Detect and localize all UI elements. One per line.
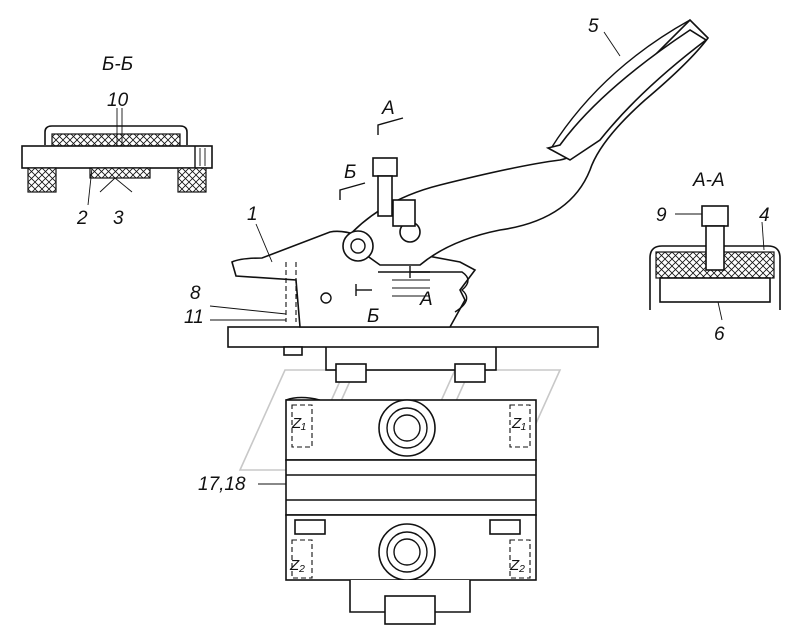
section-arrow-a-label: А bbox=[381, 98, 395, 119]
part-label-2: 2 bbox=[76, 208, 88, 229]
section-cut-a-label: А bbox=[419, 289, 433, 310]
base-plate bbox=[227, 326, 599, 356]
part-label-10: 10 bbox=[107, 90, 129, 111]
leader-6 bbox=[717, 301, 723, 321]
section-bb-view: Б-Б bbox=[21, 54, 213, 193]
part-label-5: 5 bbox=[588, 16, 599, 37]
port-mark-z1-right: Z₁ bbox=[511, 415, 526, 432]
part-label-17-18: 17,18 bbox=[198, 474, 246, 495]
adjusting-screw bbox=[372, 157, 416, 227]
leader-1 bbox=[255, 223, 273, 263]
part-label-6: 6 bbox=[714, 324, 725, 345]
leader-8 bbox=[209, 305, 287, 315]
section-bb-title: Б-Б bbox=[102, 54, 133, 75]
port-mark-z2-left: Z₂ bbox=[289, 557, 305, 574]
part-label-9: 9 bbox=[656, 205, 667, 226]
pedal-lever bbox=[342, 18, 710, 266]
section-cut-b-label: Б bbox=[367, 306, 379, 327]
part-label-8: 8 bbox=[190, 283, 201, 304]
part-label-11: 11 bbox=[184, 307, 204, 328]
leader-lines-bb bbox=[87, 108, 133, 206]
port-mark-z1-left: Z₁ bbox=[291, 415, 306, 432]
leader-4 bbox=[761, 221, 765, 251]
part-label-1: 1 bbox=[247, 204, 258, 225]
section-arrow-b-label: Б bbox=[344, 162, 356, 183]
part-label-4: 4 bbox=[759, 205, 770, 226]
part-label-3: 3 bbox=[113, 208, 124, 229]
section-aa-view: А-А bbox=[649, 170, 781, 310]
port-mark-z2-right: Z₂ bbox=[509, 557, 525, 574]
section-aa-title: А-А bbox=[692, 170, 725, 191]
section-cut-marks bbox=[339, 117, 430, 296]
leader-5 bbox=[603, 31, 621, 57]
valve-housing bbox=[285, 344, 537, 625]
